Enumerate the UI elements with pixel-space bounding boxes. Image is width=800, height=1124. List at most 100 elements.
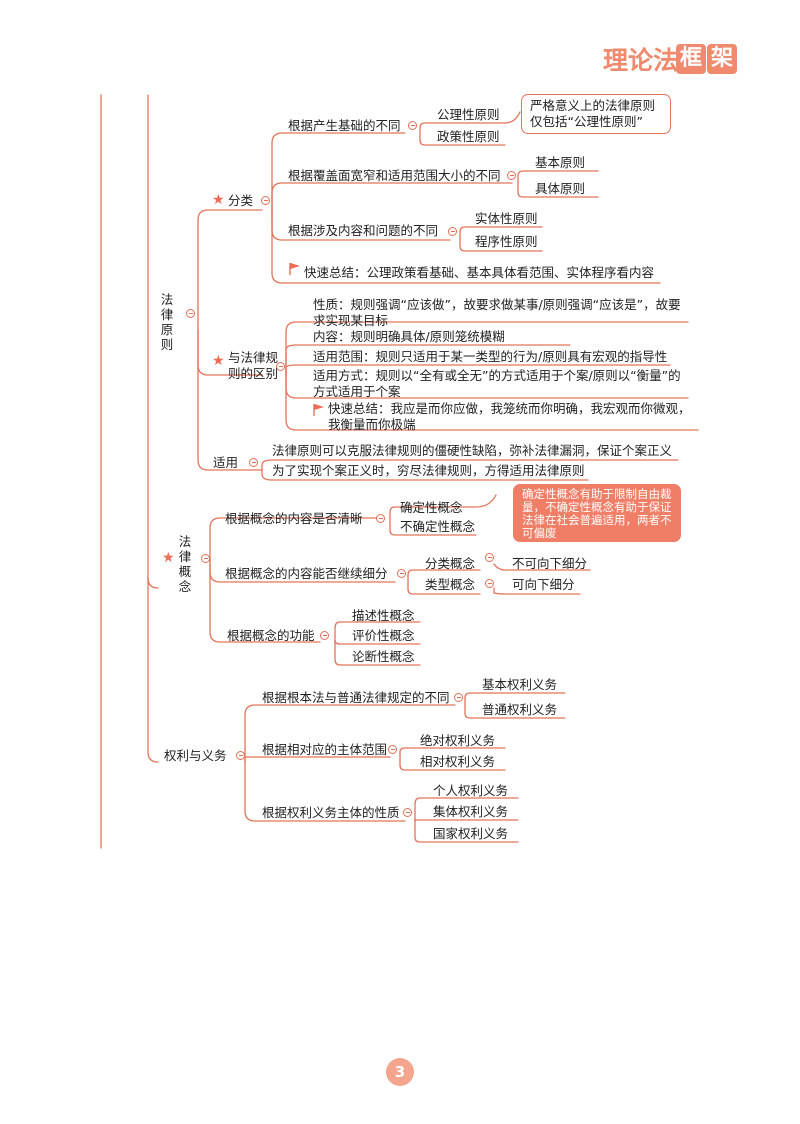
collapse-classification[interactable] xyxy=(261,196,270,205)
node-by-subject-nature: 根据权利义务主体的性质 xyxy=(262,805,400,820)
logo-text: 理论法 xyxy=(603,46,679,75)
callout-connector xyxy=(504,111,521,124)
leaf-jiben-quanli xyxy=(464,692,566,706)
callout-strict-sense: 严格意义上的法律原则仅包括“公理性原则” xyxy=(521,94,671,134)
trunk-to-concept xyxy=(147,577,159,589)
branch-scope xyxy=(285,364,671,376)
collapse-by-subject-scope[interactable] xyxy=(388,745,397,754)
collapse-difference[interactable] xyxy=(276,362,285,371)
leaf-putong-quanli xyxy=(464,704,566,719)
node-app-1: 法律原则可以克服法律规则的僵硬性缺陷，弥补法律漏洞，保证个案正义 xyxy=(272,443,673,458)
node-method: 适用方式：规则以“全有或全无”的方式适用于个案/原则以“衡量”的方式适用于个案 xyxy=(313,368,681,399)
branch-application xyxy=(197,329,263,471)
collapse-by-law[interactable] xyxy=(454,693,463,702)
leaf-collective-rights: 集体权利义务 xyxy=(433,804,509,819)
branch-by-scope xyxy=(271,182,513,211)
leaf-axiomatic: 公理性原则 xyxy=(437,107,500,122)
leaf-basic: 基本原则 xyxy=(535,155,586,170)
note-subdivisible: 可向下细分 xyxy=(512,577,575,592)
leaf-shiti xyxy=(459,226,543,241)
leaf-relative-rights: 相对权利义务 xyxy=(420,754,496,769)
node-nature: 性质：规则强调“应该做”，故要求做某事/原则强调“应该是”，故要求实现某目标 xyxy=(313,297,681,328)
node-by-clarity: 根据概念的内容是否清晰 xyxy=(225,511,363,526)
leaf-lunduan xyxy=(334,641,421,666)
leaf-chengxu xyxy=(459,239,543,252)
collapse-rights-duties[interactable] xyxy=(236,751,245,760)
branch-class-summary xyxy=(271,209,661,284)
leaf-zhengce xyxy=(419,132,506,146)
leaf-xiangdui xyxy=(399,756,506,771)
node-by-scope: 根据覆盖面宽窄和适用范围大小的不同 xyxy=(288,168,501,183)
leaf-ordinary-rights: 普通权利义务 xyxy=(482,702,558,717)
note-not-subdivisible: 不可向下细分 xyxy=(512,556,588,571)
branch-diff-summary xyxy=(285,374,699,431)
node-difference: 与法律规则的区别 xyxy=(228,350,279,381)
collapse-by-scope[interactable] xyxy=(507,171,516,180)
collapse-by-function[interactable] xyxy=(320,631,329,640)
leaf-evaluative: 评价性概念 xyxy=(352,628,415,643)
star-icon: ★ xyxy=(212,353,225,369)
leaf-jiben xyxy=(517,170,599,184)
collapse-by-subdivision[interactable] xyxy=(397,569,406,578)
collapse-law-principle[interactable] xyxy=(186,309,195,318)
node-class-summary: 快速总结：公理政策看基础、基本具体看范围、实体程序看内容 xyxy=(304,265,655,280)
node-app-2: 为了实现个案正义时，穷尽法律规则，方得适用法律原则 xyxy=(272,463,585,478)
node-by-content: 根据涉及内容和问题的不同 xyxy=(288,223,439,238)
leaf-juedui xyxy=(399,747,506,758)
leaf-assertive: 论断性概念 xyxy=(352,649,415,664)
node-law-concept: 法律概念 xyxy=(178,534,192,594)
leaf-leixing xyxy=(407,581,481,595)
leaf-gongli xyxy=(419,122,506,134)
leaf-fenlei xyxy=(407,569,481,583)
branch-nature xyxy=(285,321,689,376)
collapse-by-content[interactable] xyxy=(448,227,457,236)
node-diff-summary: 快速总结：我应是而你应做，我笼统而你明确，我宏观而你微观，我衡量而你极端 xyxy=(328,401,691,432)
branch-app-1 xyxy=(261,459,679,471)
leaf-geren xyxy=(414,797,519,822)
branch-by-subject-nature xyxy=(244,761,406,822)
logo-stamp-2: 架 xyxy=(707,44,737,74)
leaf-buqueding xyxy=(389,517,477,536)
collapse-classification-concept[interactable] xyxy=(485,553,494,562)
leaf-classification-concept: 分类概念 xyxy=(425,556,476,571)
collapse-application[interactable] xyxy=(249,458,258,467)
node-by-law: 根据根本法与普通法律规定的不同 xyxy=(262,690,450,705)
logo-stamp-1: 框 xyxy=(676,44,706,74)
branch-by-subject-scope xyxy=(244,756,391,763)
star-icon: ★ xyxy=(212,192,225,208)
collapse-by-clarity[interactable] xyxy=(376,514,385,523)
node-rights-duties: 权利与义务 xyxy=(164,748,227,763)
star-icon: ★ xyxy=(162,550,175,566)
callout2-connector xyxy=(475,494,497,508)
brand-logo: 理论法 框 架 xyxy=(603,44,738,78)
leaf-type-concept: 类型概念 xyxy=(425,577,476,592)
branch-app-2 xyxy=(261,469,589,481)
page-number-badge: 3 xyxy=(386,1058,414,1086)
leaf-absolute-rights: 绝对权利义务 xyxy=(420,733,496,748)
collapse-by-subject-nature[interactable] xyxy=(403,808,412,817)
collapse-law-concept[interactable] xyxy=(201,554,210,563)
node-by-basis: 根据产生基础的不同 xyxy=(288,118,401,133)
leaf-jiti xyxy=(414,819,519,822)
leaf-juti xyxy=(517,182,599,198)
collapse-by-basis[interactable] xyxy=(408,121,417,130)
callout-concept-balance: 确定性概念有助于限制自由裁量，不确定性概念有助于保证法律在社会普遍适用，两者不可… xyxy=(513,484,681,542)
leaf-individual-rights: 个人权利义务 xyxy=(433,783,509,798)
node-law-principle: 法律原则 xyxy=(160,292,174,352)
leaf-definite: 确定性概念 xyxy=(400,500,463,515)
branch-by-law xyxy=(244,704,456,763)
node-classification: 分类 xyxy=(228,193,254,208)
collapse-type-concept[interactable] xyxy=(485,579,494,588)
branch-by-function xyxy=(209,559,321,643)
flag-icon xyxy=(289,263,300,275)
node-scope: 适用范围：规则只适用于某一类型的行为/原则具有宏观的指导性 xyxy=(313,349,668,364)
branch-content xyxy=(285,344,571,376)
branch-by-basis xyxy=(271,132,406,211)
leaf-queding xyxy=(389,506,477,519)
leaf-state-rights: 国家权利义务 xyxy=(433,826,509,841)
leaf-guojia xyxy=(414,820,519,843)
leaf-substantive: 实体性原则 xyxy=(475,211,538,226)
leaf-procedural: 程序性原则 xyxy=(475,234,538,249)
leaf-descriptive: 描述性概念 xyxy=(352,608,415,623)
